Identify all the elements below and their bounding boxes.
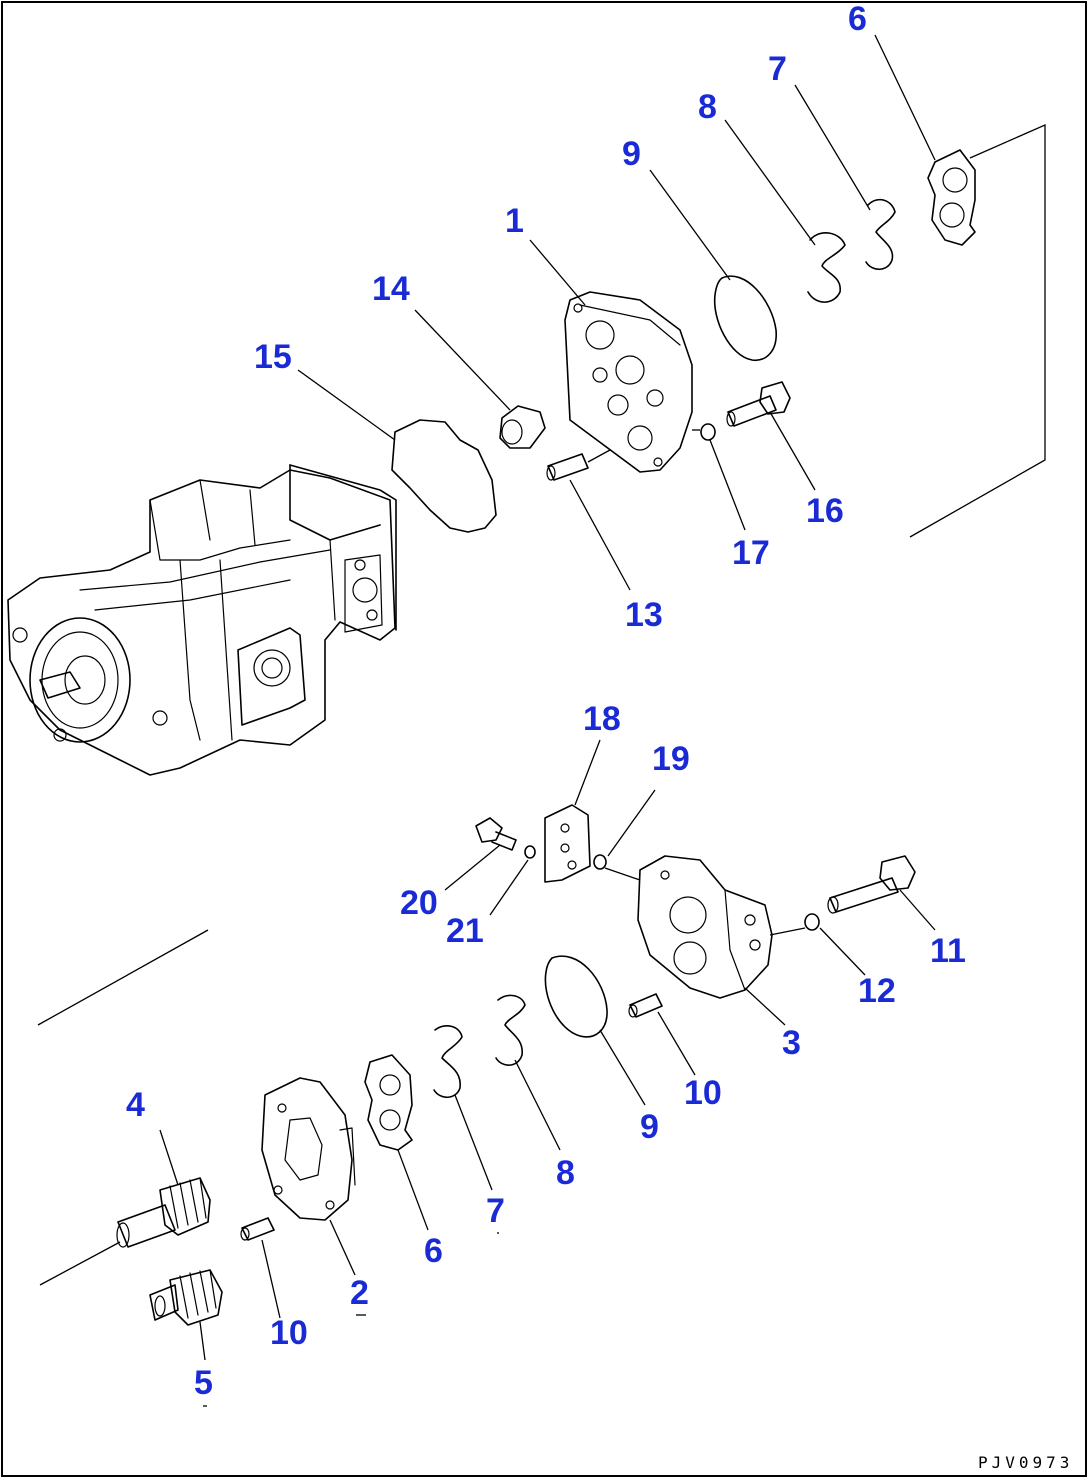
washer-21 bbox=[524, 845, 536, 859]
callout-6-upper: 6 bbox=[848, 0, 867, 38]
ring-7-lower bbox=[433, 1025, 463, 1099]
o-ring-19 bbox=[593, 854, 607, 870]
pin-10-left bbox=[240, 1217, 275, 1241]
callout-7-lower: 7 bbox=[486, 1192, 505, 1230]
callout-14: 14 bbox=[372, 270, 410, 308]
seal-9-lower bbox=[544, 955, 608, 1038]
washer-17 bbox=[700, 423, 716, 441]
body-2 bbox=[261, 1077, 356, 1221]
callout-3: 3 bbox=[782, 1024, 801, 1062]
callout-5: 5 bbox=[194, 1364, 213, 1402]
leader-lines bbox=[37, 34, 1046, 1407]
callout-17: 17 bbox=[732, 534, 770, 572]
callout-15: 15 bbox=[254, 338, 292, 376]
callout-16: 16 bbox=[806, 492, 844, 530]
cover-1 bbox=[564, 291, 693, 473]
callout-8-lower: 8 bbox=[556, 1154, 575, 1192]
cover-3 bbox=[637, 855, 773, 999]
bolt-16 bbox=[726, 381, 791, 427]
callout-9-lower: 9 bbox=[640, 1108, 659, 1146]
callout-13: 13 bbox=[625, 596, 663, 634]
callout-9-upper: 9 bbox=[622, 135, 641, 173]
gasket-15 bbox=[391, 419, 497, 533]
pin-13 bbox=[546, 453, 589, 481]
ring-7-upper bbox=[865, 198, 896, 271]
ring-8-upper bbox=[807, 232, 846, 303]
pin-10-right bbox=[628, 993, 663, 1018]
callout-labels: 6 7 8 9 1 14 15 16 17 13 18 19 20 21 11 … bbox=[126, 0, 966, 1402]
plate-6-upper bbox=[927, 149, 976, 246]
gear-shaft-4 bbox=[116, 1177, 211, 1248]
callout-2: 2 bbox=[350, 1274, 369, 1312]
callout-18: 18 bbox=[583, 700, 621, 738]
drawing-code: PJV0973 bbox=[978, 1453, 1073, 1472]
callout-21: 21 bbox=[446, 912, 484, 950]
callout-19: 19 bbox=[652, 740, 690, 778]
bushing-14 bbox=[499, 405, 546, 449]
callout-8-upper: 8 bbox=[698, 88, 717, 126]
callout-12: 12 bbox=[858, 972, 896, 1010]
callout-10-right: 10 bbox=[684, 1074, 722, 1112]
washer-12 bbox=[804, 913, 820, 931]
callout-7-upper: 7 bbox=[768, 50, 787, 88]
seal-9-upper bbox=[713, 275, 777, 361]
plate-6-lower bbox=[364, 1054, 413, 1151]
plate-18 bbox=[544, 804, 591, 883]
callout-1: 1 bbox=[505, 202, 524, 240]
callout-4: 4 bbox=[126, 1086, 145, 1124]
callout-11: 11 bbox=[930, 932, 966, 970]
bolt-11 bbox=[827, 855, 916, 914]
ring-8-lower bbox=[495, 994, 526, 1066]
gear-5 bbox=[149, 1269, 223, 1326]
callout-10-left: 10 bbox=[270, 1314, 308, 1352]
bolt-20 bbox=[475, 817, 517, 851]
pump-body-assembly bbox=[7, 464, 397, 776]
callout-20: 20 bbox=[400, 884, 438, 922]
callout-6-lower: 6 bbox=[424, 1232, 443, 1270]
